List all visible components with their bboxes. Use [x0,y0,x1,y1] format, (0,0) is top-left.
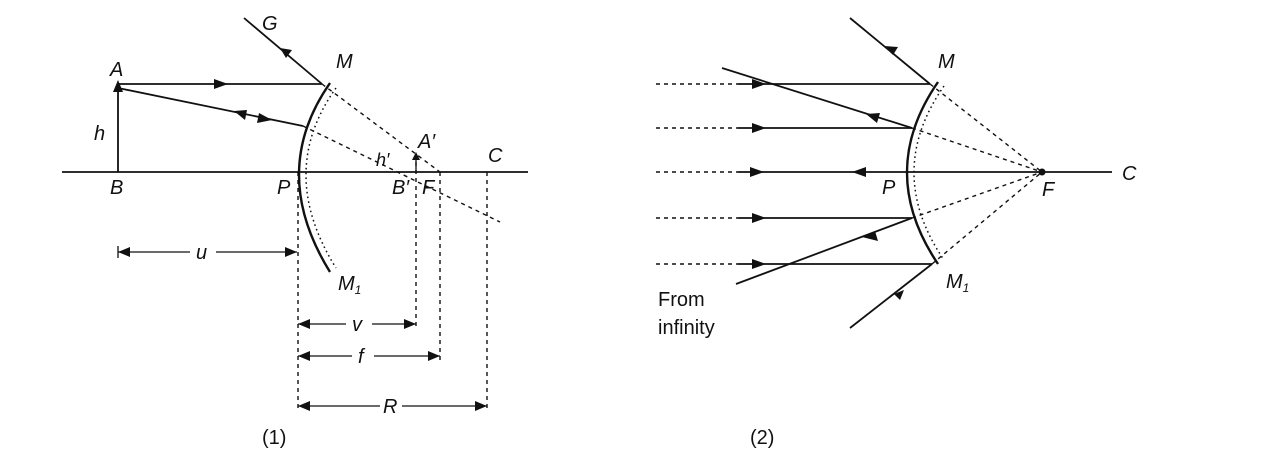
mirror-hatching-2 [913,85,945,261]
label-u: u [196,242,207,264]
label-m1-main: M [338,273,355,295]
label-h: h [94,123,105,145]
label-m1-2: M1 [946,271,969,295]
note-from: From [658,289,705,311]
label-f-2: F [1042,179,1056,201]
label-m-2: M [938,51,955,73]
ray-reflected-arrowhead [280,48,292,58]
dim-u-arrow-left [118,247,130,257]
label-r: R [383,396,397,418]
reflected-ray-4-arrow [894,290,904,300]
dim-f-arrow-left [298,351,310,361]
label-b: B [110,177,123,199]
label-a: A [109,59,123,81]
dim-r-arrow-left [298,401,310,411]
dashed-focus-line [321,83,441,173]
mirror-hatching [305,87,337,269]
image-arrowhead [412,152,420,160]
focus-point [1038,168,1046,176]
axis-arrow-in [750,167,764,177]
label-c-2: C [1122,163,1137,185]
dash-to-f-2 [911,127,1043,173]
caption-figure-2: (2) [750,427,774,449]
dim-f-arrow-right [428,351,440,361]
reflected-ray-2 [721,67,913,129]
label-f-dim: f [358,346,366,368]
label-m1: M1 [338,273,361,297]
dash-to-f-3 [911,171,1043,219]
caption-figure-1: (1) [262,427,286,449]
reflected-ray-3 [735,217,913,285]
dim-v-arrow-left [298,319,310,329]
reflected-ray-4 [849,263,933,329]
dim-u-arrow-right [285,247,297,257]
convex-mirror-2 [905,81,939,265]
label-g: G [262,13,278,35]
ray-parallel-arrowhead [214,79,228,89]
label-h-prime: h′ [376,150,390,170]
label-m1-2-main: M [946,271,963,293]
dash-to-f-1 [929,83,1043,173]
dash-to-f-4 [931,171,1043,265]
label-m: M [336,51,353,73]
figure-1-convex-mirror-ray-diagram: G M A h B P A′ h′ B′ F C M1 u v f R (1) [62,13,528,449]
ray-2-arrow [752,123,766,133]
label-m1-sub: 1 [355,283,362,297]
ray-toward-centre [117,87,304,127]
label-c: C [488,145,503,167]
ray-return-arrowhead [234,110,247,120]
dashed-centre-line [302,125,501,223]
label-m1-2-sub: 1 [963,281,970,295]
axis-arrow-out [852,167,866,177]
ray-4-arrow [752,259,766,269]
label-p: P [277,177,291,199]
object-arrowhead [113,80,123,92]
ray-3-arrow [752,213,766,223]
ray-incident-arrowhead [257,113,272,123]
label-a-prime: A′ [417,131,436,153]
ray-1-arrow [752,79,766,89]
label-f: F [422,177,436,199]
dim-v-arrow-right [404,319,416,329]
dim-r-arrow-right [475,401,487,411]
reflected-ray-1-arrow [884,46,898,55]
note-infinity: infinity [658,317,715,339]
label-b-prime: B′ [392,177,410,199]
label-v: v [352,314,363,336]
reflected-ray-2-arrow [866,113,880,123]
convex-mirror [297,82,332,273]
label-p-2: P [882,177,896,199]
reflected-ray-3-arrow [862,231,878,241]
figure-2-parallel-rays-diagram: M P F C M1 From infinity (2) [656,17,1137,449]
